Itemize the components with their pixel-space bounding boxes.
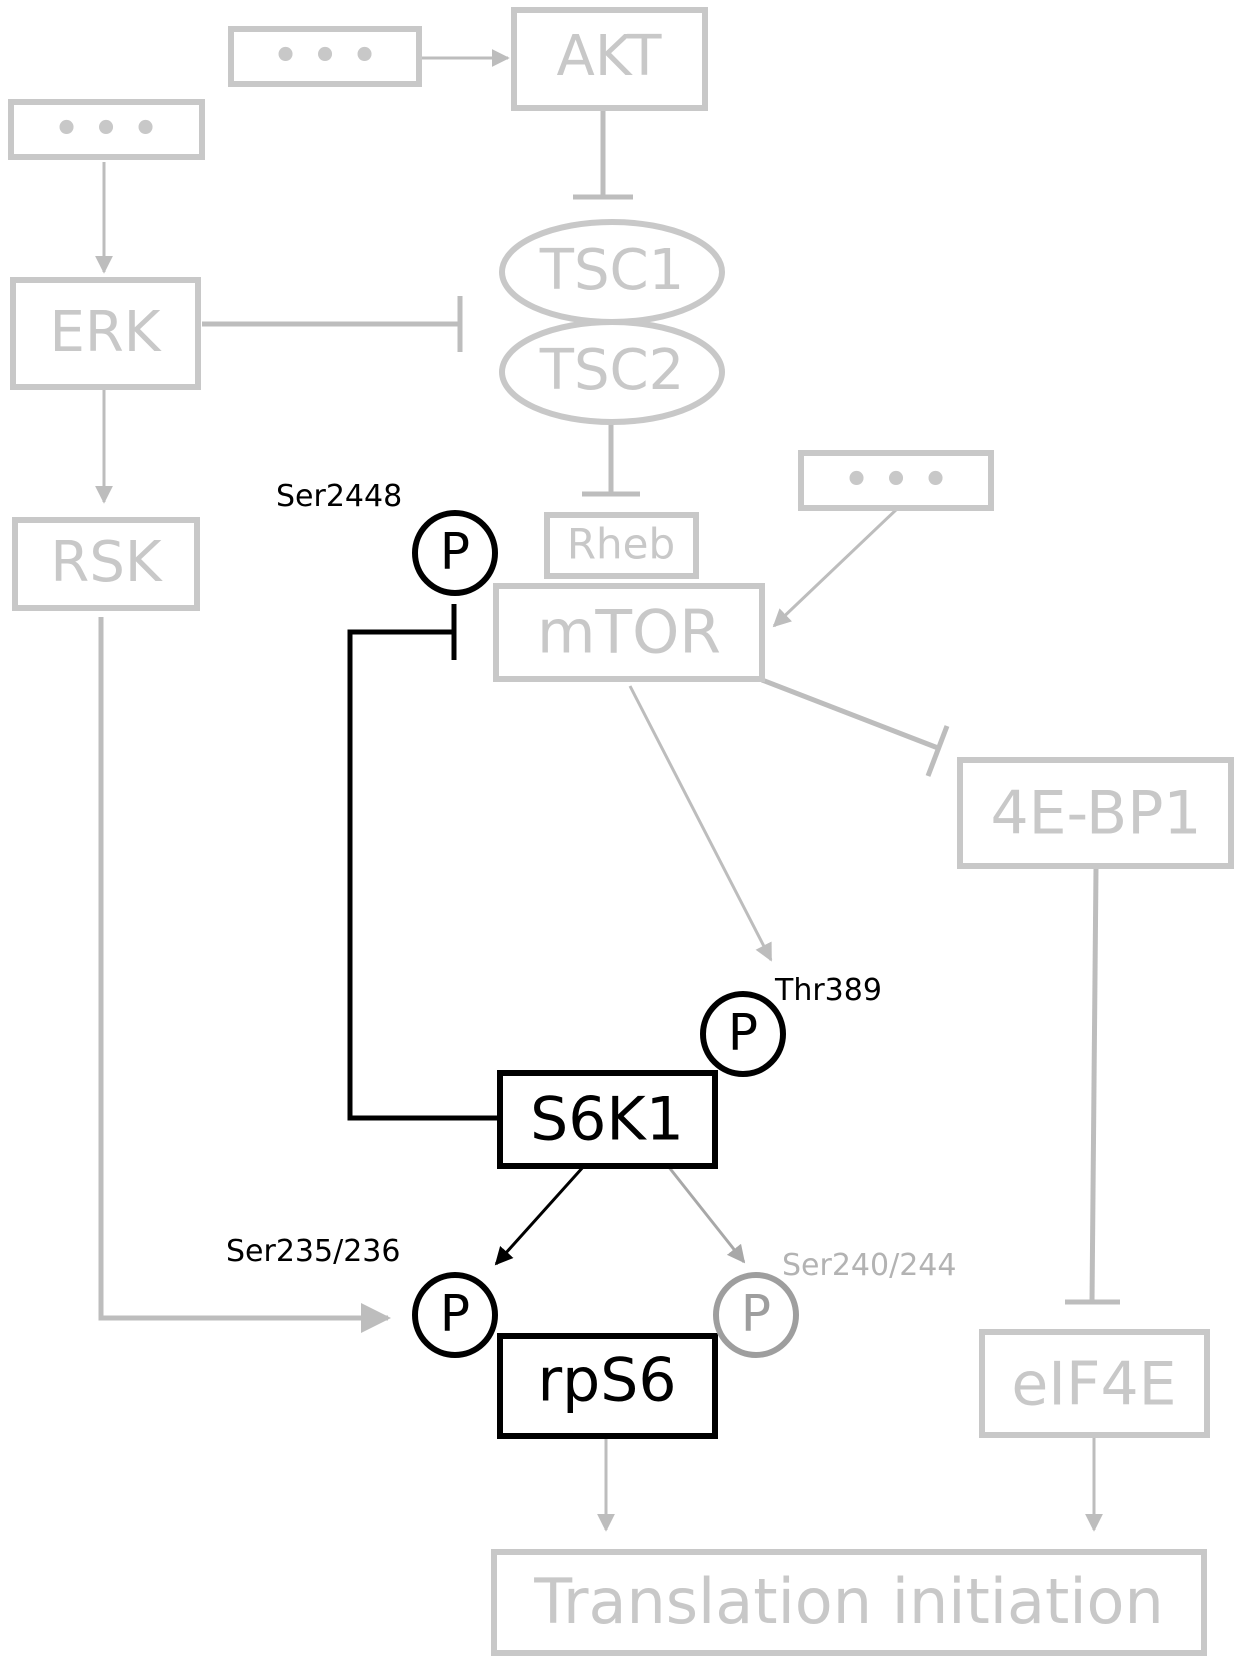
phospho-symbol: P	[440, 523, 470, 581]
akt-label: AKT	[557, 24, 663, 89]
eif4e-node: eIF4E	[979, 1329, 1210, 1438]
upstream-mtor-node: • • •	[798, 450, 994, 511]
rps6-node: rpS6	[497, 1333, 718, 1439]
edge-s6k1-to-ser240	[666, 1165, 746, 1264]
phospho-rps6-ser235-236: P	[412, 1272, 498, 1358]
active-edges	[347, 604, 586, 1266]
site-label-ser240-244: Ser240/244	[782, 1248, 956, 1283]
s6k1-label: S6K1	[530, 1085, 684, 1155]
inactive-edges	[95, 49, 1120, 1532]
erk-node: ERK	[10, 277, 201, 390]
edge-rsk-to-rps6	[98, 617, 391, 1333]
edge-upstream-to-mtor	[772, 506, 900, 628]
upstream-erk-node: • • •	[8, 99, 205, 160]
edge-4ebp1-inhibits-eif4e	[1089, 867, 1099, 1303]
inhibit-bar-mtor-4ebp1	[925, 725, 950, 777]
erk-label: ERK	[49, 300, 161, 365]
site-label-ser235-236: Ser235/236	[226, 1234, 400, 1269]
rps6-label: rpS6	[537, 1346, 676, 1416]
mtor-label: mTOR	[537, 598, 721, 668]
tsc1-label: TSC1	[539, 238, 684, 303]
rheb-node: Rheb	[544, 512, 699, 579]
upstream-mtor-label: • • •	[844, 457, 949, 503]
phospho-mtor-ser2448: P	[412, 510, 498, 596]
tsc1-node: TSC1	[499, 219, 725, 325]
translation-initiation-label: Translation initiation	[533, 1565, 1164, 1638]
edge-s6k1-to-ser235	[494, 1164, 586, 1266]
tsc2-node: TSC2	[499, 319, 725, 425]
phospho-symbol: P	[741, 1285, 771, 1343]
edge-mtor-inhibits-4ebp1	[761, 677, 939, 751]
tsc2-label: TSC2	[539, 338, 684, 403]
upstream-akt-node: • • •	[228, 26, 422, 87]
upstream-akt-label: • • •	[273, 33, 378, 79]
edge-mtor-to-s6k1	[628, 685, 773, 962]
phospho-rps6-ser240-244: P	[713, 1272, 799, 1358]
mtor-node: mTOR	[493, 583, 765, 682]
rheb-label: Rheb	[567, 520, 675, 569]
edge-s6k1-feedback-mtor	[347, 629, 497, 1121]
rsk-label: RSK	[50, 530, 162, 595]
4ebp1-node: 4E-BP1	[957, 757, 1234, 869]
site-label-thr389: Thr389	[774, 973, 882, 1008]
phospho-symbol: P	[728, 1004, 758, 1062]
phospho-symbol: P	[440, 1285, 470, 1343]
phospho-s6k1-thr389: P	[700, 991, 786, 1077]
translation-initiation-node: Translation initiation	[491, 1549, 1207, 1656]
akt-node: AKT	[511, 7, 708, 111]
s6k1-node: S6K1	[497, 1070, 718, 1169]
site-label-ser2448: Ser2448	[276, 479, 402, 514]
4ebp1-label: 4E-BP1	[990, 779, 1201, 849]
upstream-erk-label: • • •	[54, 106, 159, 152]
eif4e-label: eIF4E	[1011, 1350, 1176, 1420]
rsk-node: RSK	[12, 517, 200, 611]
